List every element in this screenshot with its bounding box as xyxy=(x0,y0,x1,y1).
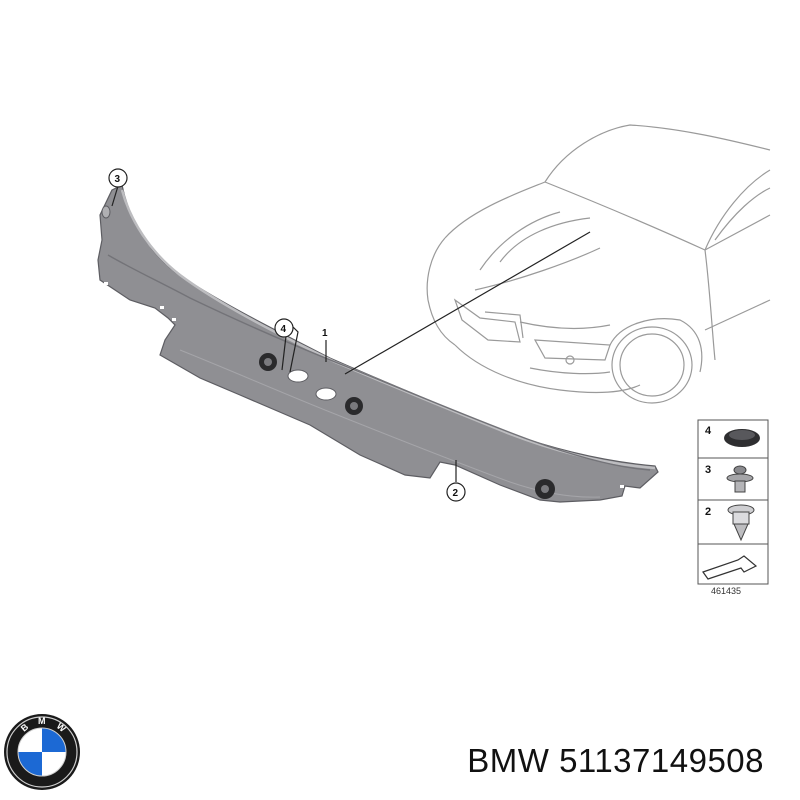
legend-item-2-number: 2 xyxy=(705,506,711,518)
diagram-reference-arrow-icon xyxy=(702,555,758,580)
legend-item-3: 3 xyxy=(705,464,754,493)
grommet-cap-icon xyxy=(724,429,760,447)
parts-legend: 4 3 2 461435 xyxy=(697,419,769,596)
expanding-clip-icon xyxy=(727,504,755,542)
legend-item-4-number: 4 xyxy=(705,425,712,437)
legend-item-4: 4 xyxy=(705,425,760,447)
callout-4: 4 xyxy=(274,318,294,338)
svg-text:B: B xyxy=(19,721,31,733)
callout-4-label: 4 xyxy=(281,324,287,335)
callout-1: 1 xyxy=(322,328,328,339)
part-number-caption: BMW 51137149508 xyxy=(467,742,764,779)
car-front-outline xyxy=(426,124,771,404)
callout-2: 2 xyxy=(446,482,466,502)
callout-3-label: 3 xyxy=(115,174,121,185)
callout-2-label: 2 xyxy=(453,488,459,499)
diagram-code: 461435 xyxy=(711,586,741,596)
bmw-roundel-logo: B M W xyxy=(4,714,80,790)
svg-text:M: M xyxy=(38,716,46,726)
legend-item-3-number: 3 xyxy=(705,464,711,476)
plastic-rivet-icon xyxy=(726,465,754,493)
cowl-panel xyxy=(97,184,659,503)
legend-item-2: 2 xyxy=(705,504,755,542)
callout-3: 3 xyxy=(108,168,128,188)
callout-1-label: 1 xyxy=(322,328,328,339)
